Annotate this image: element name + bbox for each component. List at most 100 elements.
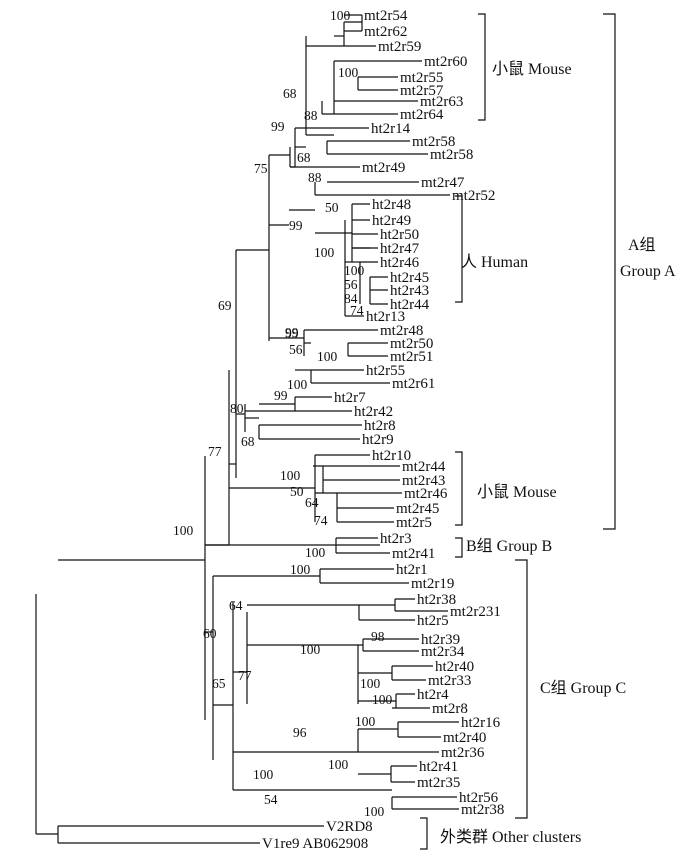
leaf-label: mt2r59: [378, 39, 421, 55]
leaf-label: ht2r41: [419, 759, 458, 775]
bootstrap-value: 100: [355, 714, 376, 729]
leaf-label: mt2r19: [411, 576, 454, 592]
bootstrap-value: 88: [308, 170, 322, 185]
leaf-label: V2RD8: [326, 819, 373, 835]
bootstrap-value: 68: [297, 150, 311, 165]
leaf-label: ht2r48: [372, 197, 411, 213]
leaf-label: mt2r5: [396, 515, 432, 531]
leaf-label: mt2r38: [461, 802, 504, 818]
bootstrap-value: 77: [238, 668, 252, 683]
bootstrap-value: 100: [328, 757, 349, 772]
leaf-label: ht2r43: [390, 283, 429, 299]
leaf-label: mt2r231: [450, 604, 501, 620]
bootstrap-value: 100: [360, 676, 381, 691]
leaf-label: ht2r49: [372, 213, 411, 229]
bootstrap-value: 74: [314, 513, 328, 528]
leaf-label: mt2r58: [430, 147, 473, 163]
leaf-label: mt2r52: [452, 188, 495, 204]
leaf-label: mt2r45: [396, 501, 439, 517]
leaf-label: ht2r46: [380, 255, 420, 271]
bootstrap-value: 100: [287, 377, 308, 392]
leaf-label: mt2r60: [424, 54, 467, 70]
bootstrap-value: 100: [173, 523, 194, 538]
bootstrap-value: 50: [290, 484, 304, 499]
bootstrap-value: 100: [280, 468, 301, 483]
bootstrap-value: 88: [304, 108, 318, 123]
bootstrap-value: 64: [229, 598, 243, 613]
bootstrap-value: 100: [314, 245, 335, 260]
bootstrap-value: 99: [285, 325, 299, 340]
bootstrap-value: 50: [325, 200, 339, 215]
bootstrap-value: 99: [271, 119, 285, 134]
group-c-label: C组 Group C: [540, 679, 626, 697]
bootstrap-value: 60: [203, 626, 217, 641]
bootstrap-value: 69: [218, 298, 232, 313]
leaf-label: ht2r13: [366, 309, 405, 325]
group-a-label-cn: A组: [628, 236, 656, 254]
bootstrap-value: 56: [344, 277, 358, 292]
leaf-label: V1re9 AB062908: [262, 836, 368, 852]
bootstrap-value: 100: [253, 767, 274, 782]
leaf-label: mt2r35: [417, 775, 460, 791]
bootstrap-value: 65: [212, 676, 226, 691]
bootstrap-value: 99: [274, 388, 288, 403]
group-a-label-en: Group A: [620, 263, 676, 280]
leaf-label: mt2r57: [400, 83, 444, 99]
leaf-label: ht2r44: [390, 297, 430, 313]
group-bracket: [455, 195, 463, 303]
leaf-label: mt2r46: [404, 486, 448, 502]
leaf-label: ht2r42: [354, 404, 393, 420]
leaf-label: ht2r47: [380, 241, 420, 257]
bootstrap-value: 98: [371, 629, 385, 644]
group-b-label: B组 Group B: [466, 537, 552, 555]
bootstrap-value: 100: [317, 349, 338, 364]
leaf-label: mt2r50: [390, 336, 433, 352]
bootstrap-value: 68: [241, 434, 255, 449]
leaf-label: ht2r45: [390, 270, 429, 286]
leaf-label: ht2r5: [417, 613, 449, 629]
leaf-label: mt2r54: [364, 8, 408, 24]
leaf-label: mt2r61: [392, 376, 435, 392]
bootstrap-value: 100: [364, 804, 385, 819]
leaf-label: mt2r58: [412, 134, 455, 150]
leaf-label: mt2r34: [421, 644, 465, 660]
bootstrap-value: 80: [230, 401, 244, 416]
bootstrap-value: 74: [350, 303, 364, 318]
group-bracket: [455, 451, 463, 526]
leaf-label: ht2r56: [459, 790, 499, 806]
leaf-label: mt2r36: [441, 745, 485, 761]
leaf-label: mt2r41: [392, 546, 435, 562]
leaf-label: mt2r64: [400, 107, 444, 123]
leaf-label: mt2r40: [443, 730, 486, 746]
leaf-label: ht2r55: [366, 363, 405, 379]
bootstrap-value: 100: [290, 562, 311, 577]
human-group-label: 人 Human: [461, 253, 528, 271]
bootstrap-value: 68: [283, 86, 297, 101]
leaf-label: ht2r14: [371, 121, 411, 137]
bootstrap-value: 56: [289, 342, 303, 357]
bootstrap-value: 100: [338, 65, 359, 80]
bootstrap-value: 84: [344, 291, 358, 306]
leaf-label: ht2r7: [334, 390, 366, 406]
leaf-label: mt2r63: [420, 94, 463, 110]
leaf-label: mt2r48: [380, 323, 423, 339]
bootstrap-value: 100: [330, 8, 351, 23]
leaf-label: ht2r1: [396, 562, 428, 578]
leaf-label: ht2r4: [417, 687, 449, 703]
leaf-label: mt2r8: [432, 701, 468, 717]
group-bracket: [515, 559, 528, 819]
leaf-label: ht2r39: [421, 632, 460, 648]
group-bracket: [455, 537, 463, 558]
bootstrap-value: 96: [293, 725, 307, 740]
leaf-label: mt2r62: [364, 24, 407, 40]
leaf-label: mt2r33: [428, 673, 471, 689]
mouse-group-label: 小鼠 Mouse: [492, 60, 572, 78]
group-bracket: [420, 817, 428, 850]
leaf-label: ht2r38: [417, 592, 456, 608]
leaf-label: mt2r44: [402, 459, 446, 475]
outgroup-label: 外类群 Other clusters: [440, 828, 581, 846]
leaf-label: ht2r40: [435, 659, 474, 675]
leaf-label: ht2r8: [364, 418, 396, 434]
